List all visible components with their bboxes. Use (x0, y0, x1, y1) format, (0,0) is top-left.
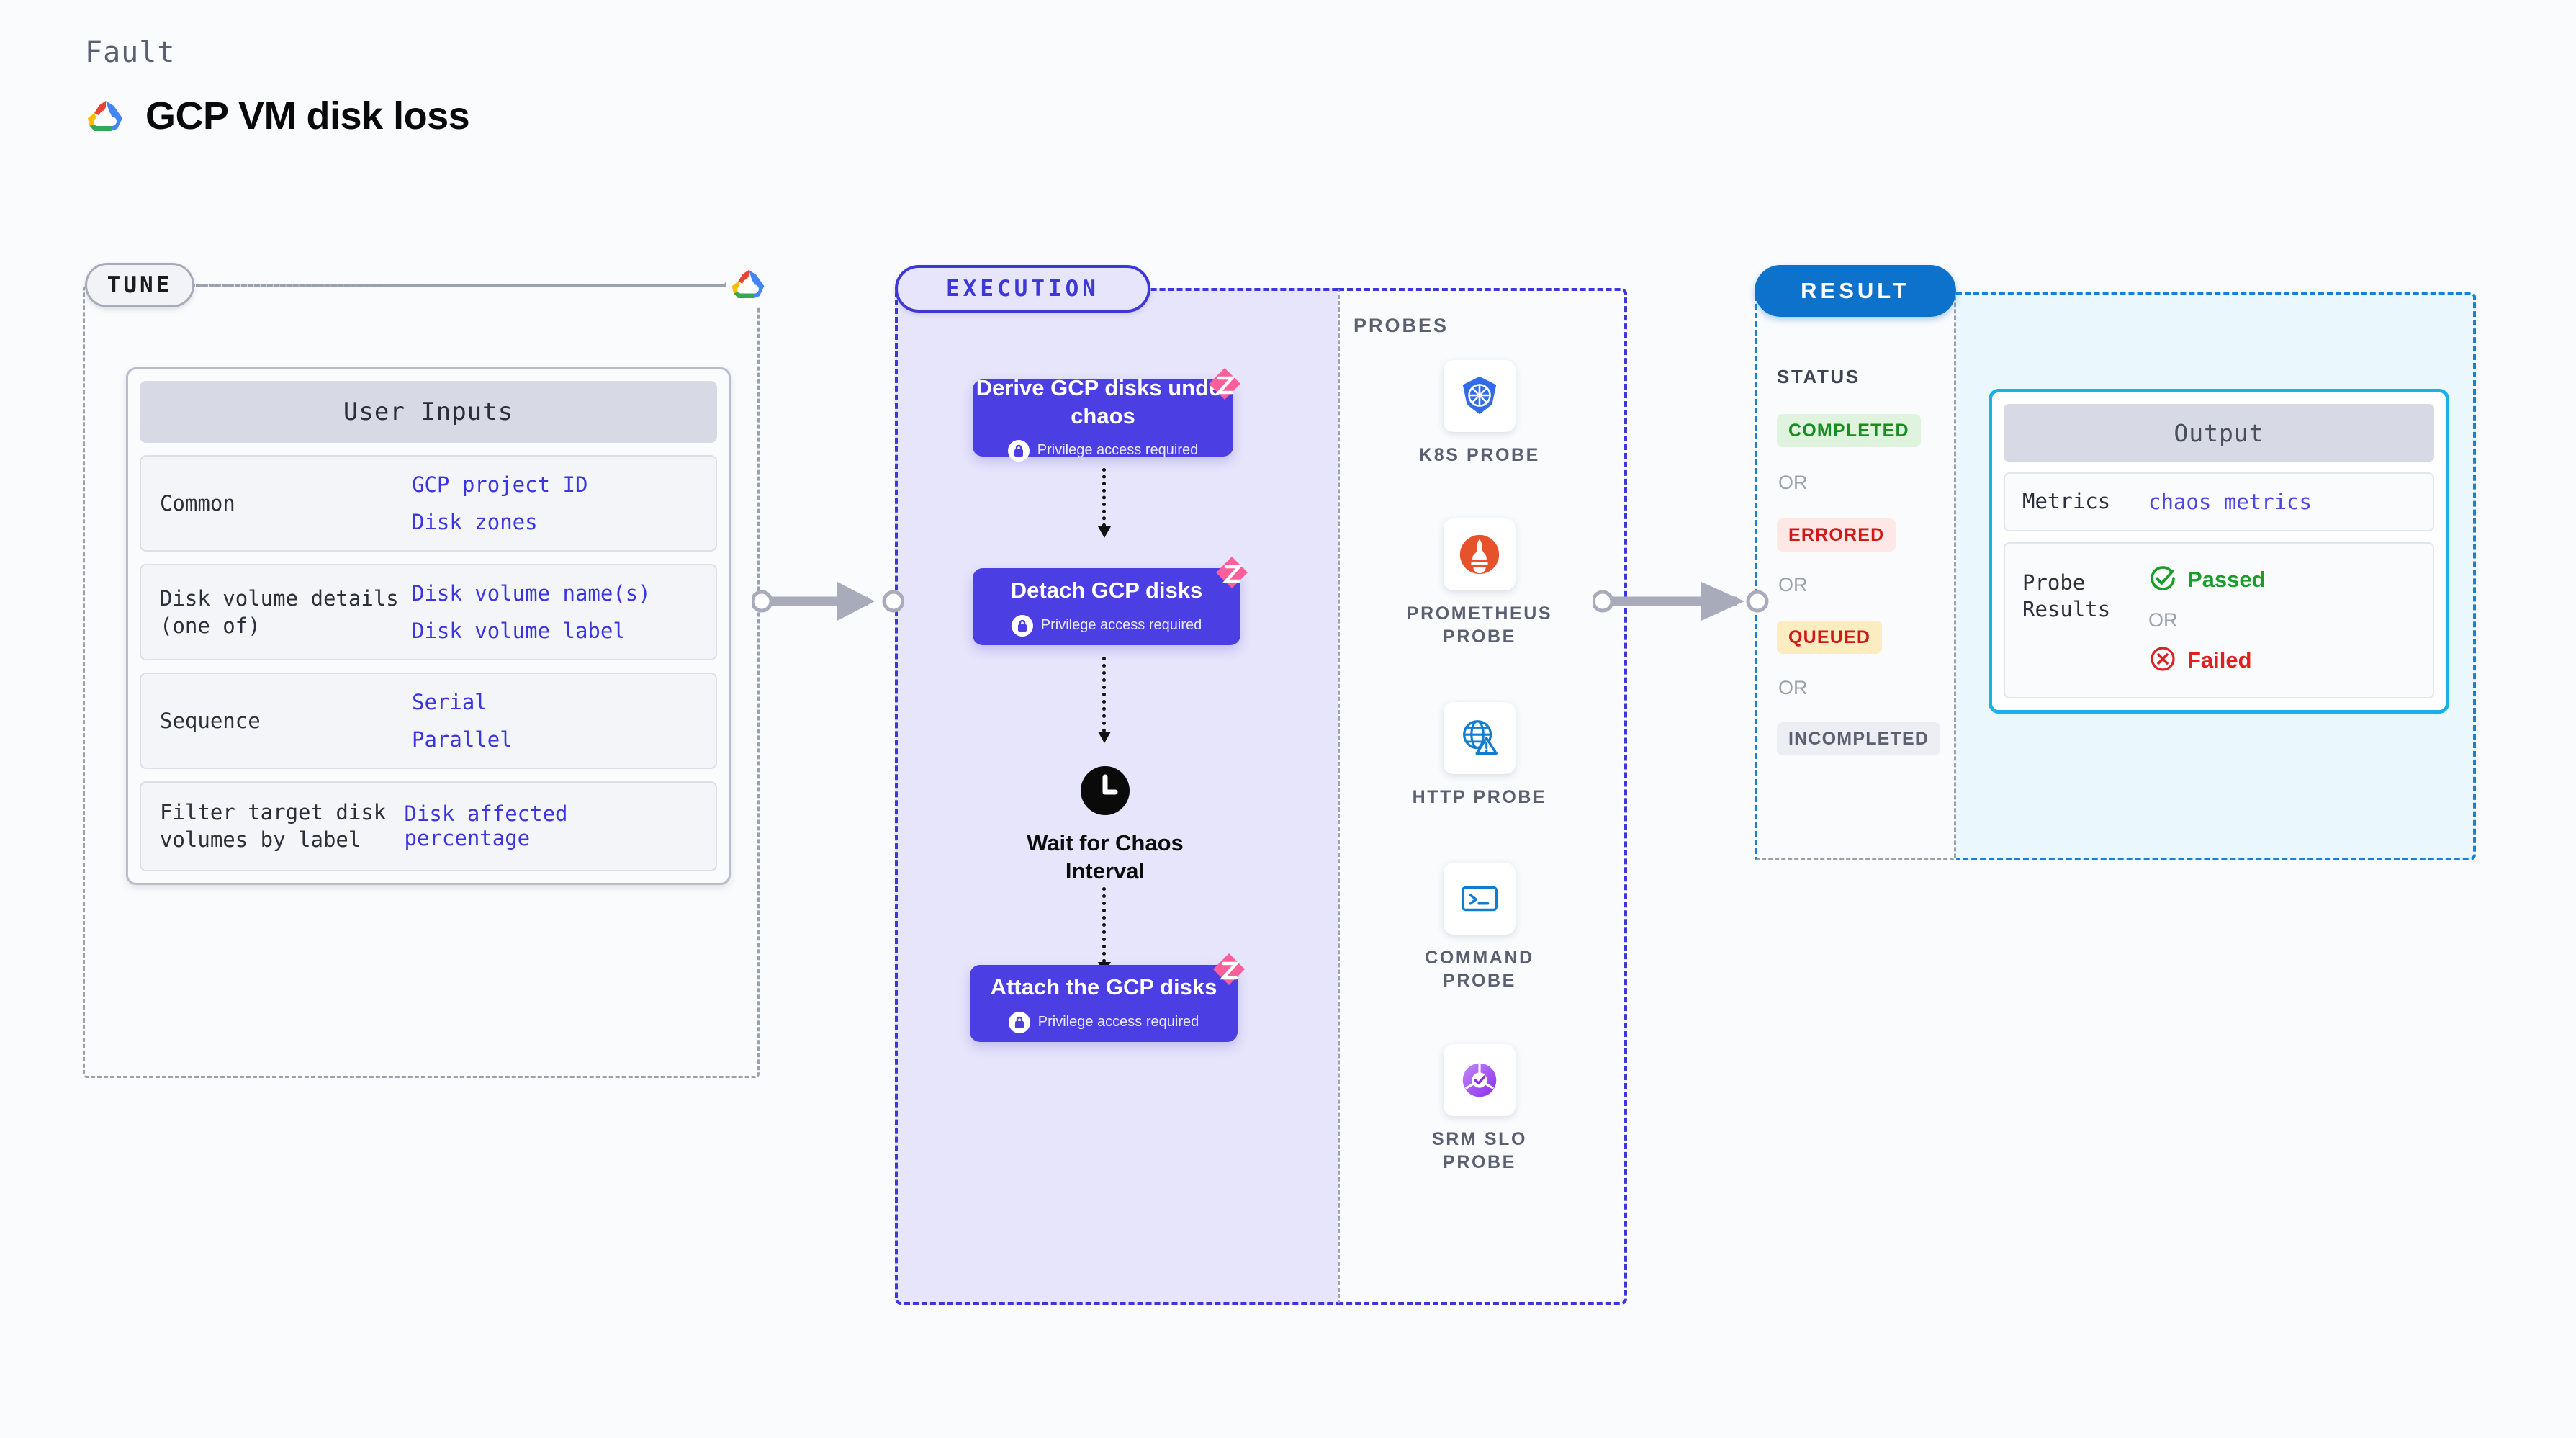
input-row-key: Disk volume details (one of) (160, 585, 399, 638)
output-header: Output (2004, 404, 2434, 462)
failed-label: Failed (2187, 647, 2252, 673)
or-separator: OR (1778, 574, 1808, 596)
or-separator: OR (1778, 677, 1808, 698)
gcp-cloud-logo-icon (85, 99, 127, 133)
connector-tune-to-execution (752, 582, 904, 621)
step-connector-arrow (1098, 887, 1111, 974)
probe-label: SRM SLO PROBE (1431, 1129, 1528, 1172)
privilege-note: Privilege access required (1011, 614, 1202, 637)
title-row: GCP VM disk loss (85, 94, 470, 138)
probe-item-prometheus[interactable]: PROMETHEUS PROBE (1397, 518, 1562, 648)
step-title: Detach GCP disks (1010, 578, 1203, 603)
probe-item-http[interactable]: HTTP PROBE (1397, 702, 1562, 809)
probe-label: HTTP PROBE (1412, 787, 1547, 807)
user-input-row-filter-by-label[interactable]: Filter target disk volumes by label Disk… (140, 781, 717, 871)
probes-panel (1338, 288, 1627, 1305)
clock-icon (1079, 765, 1131, 820)
wait-for-chaos-interval-node: Wait for Chaos Interval (1027, 765, 1184, 886)
or-separator: OR (1778, 472, 1808, 493)
eyebrow-label: Fault (85, 36, 176, 69)
probe-label: COMMAND PROBE (1425, 948, 1534, 991)
probe-label: K8S PROBE (1419, 445, 1540, 465)
output-card: Output Metrics chaos metrics Probe Resul… (1989, 389, 2449, 714)
input-row-value[interactable]: Disk affected percentage (404, 801, 568, 851)
lock-icon (1008, 1011, 1030, 1033)
result-status-region (1755, 292, 1956, 860)
page-title: GCP VM disk loss (145, 94, 470, 138)
output-row-key: Metrics (2022, 489, 2111, 513)
lock-icon (1007, 439, 1030, 462)
terminal-icon (1444, 863, 1516, 935)
litmus-logo-icon (1213, 953, 1245, 985)
srm-slo-icon (1444, 1044, 1516, 1116)
user-input-row-common[interactable]: Common GCP project ID Disk zones (140, 455, 717, 552)
probe-item-k8s[interactable]: K8S PROBE (1397, 360, 1562, 467)
litmus-logo-icon (1209, 368, 1240, 400)
tune-stage-badge[interactable]: TUNE (85, 263, 194, 307)
privilege-note: Privilege access required (1008, 1011, 1199, 1033)
user-input-row-sequence[interactable]: Sequence Serial Parallel (140, 673, 717, 769)
connector-execution-to-result (1593, 582, 1769, 621)
step-connector-arrow (1098, 657, 1111, 743)
user-input-row-disk-volume-details[interactable]: Disk volume details (one of) Disk volume… (140, 564, 717, 660)
probe-result-failed: Failed (2148, 644, 2266, 677)
wait-node-label: Wait for Chaos Interval (1027, 830, 1184, 884)
privilege-text: Privilege access required (1040, 617, 1202, 634)
check-circle-icon (2148, 564, 2177, 596)
status-badge-incompleted[interactable]: INCOMPLETED (1777, 722, 1941, 755)
passed-label: Passed (2187, 567, 2266, 593)
execution-stage-badge[interactable]: EXECUTION (895, 265, 1150, 313)
kubernetes-icon (1444, 360, 1516, 432)
or-separator: OR (2148, 608, 2178, 631)
status-title: STATUS (1777, 366, 1860, 387)
input-row-key: Sequence (160, 708, 261, 733)
probe-result-passed: Passed (2148, 564, 2266, 596)
input-row-key: Filter target disk volumes by label (160, 800, 387, 853)
http-globe-icon (1444, 702, 1516, 774)
input-row-value[interactable]: GCP project ID (412, 472, 588, 497)
output-row-metrics[interactable]: Metrics chaos metrics (2004, 472, 2434, 531)
lock-icon (1011, 614, 1033, 637)
user-inputs-card: User Inputs Common GCP project ID Disk z… (126, 367, 731, 885)
probe-item-srm-slo[interactable]: SRM SLO PROBE (1397, 1044, 1562, 1174)
step-connector-arrow (1098, 468, 1111, 538)
privilege-text: Privilege access required (1037, 442, 1199, 459)
execution-step-card[interactable]: Derive GCP disks under chaos Privilege a… (973, 368, 1240, 462)
page-header: Fault GCP VM disk loss (85, 36, 470, 138)
output-row-probe-results[interactable]: Probe Results Passed OR (2004, 542, 2434, 698)
privilege-note: Privilege access required (1007, 439, 1199, 462)
x-circle-icon (2148, 644, 2177, 677)
input-row-value[interactable]: Disk volume name(s) (412, 581, 651, 606)
input-row-value[interactable]: Parallel (412, 727, 513, 752)
result-stage-badge[interactable]: RESULT (1755, 265, 1956, 317)
litmus-logo-icon (1216, 557, 1248, 588)
step-title: Attach the GCP disks (990, 974, 1217, 1000)
status-badge-queued[interactable]: QUEUED (1777, 621, 1883, 654)
execution-step-card[interactable]: Attach the GCP disks Privilege access re… (970, 953, 1245, 1042)
input-row-value[interactable]: Disk volume label (412, 619, 626, 643)
status-badge-errored[interactable]: ERRORED (1777, 518, 1896, 552)
input-row-value[interactable]: Disk zones (412, 510, 538, 534)
probe-item-command[interactable]: COMMAND PROBE (1397, 863, 1562, 992)
chaos-metrics-link[interactable]: chaos metrics (2148, 489, 2312, 514)
user-inputs-header: User Inputs (140, 381, 717, 443)
probes-title: PROBES (1354, 315, 1449, 336)
step-title: Derive GCP disks under chaos (976, 375, 1230, 428)
tune-leader-line (196, 284, 729, 287)
status-badge-completed[interactable]: COMPLETED (1777, 414, 1921, 447)
input-row-value[interactable]: Serial (412, 690, 487, 714)
probe-label: PROMETHEUS PROBE (1406, 603, 1553, 647)
tune-provider-gcp-icon (726, 261, 772, 307)
input-row-key: Common (160, 490, 235, 516)
prometheus-icon (1444, 518, 1516, 590)
privilege-text: Privilege access required (1037, 1014, 1199, 1030)
output-row-key: Probe Results (2022, 570, 2111, 622)
execution-step-card[interactable]: Detach GCP disks Privilege access requir… (973, 557, 1248, 645)
